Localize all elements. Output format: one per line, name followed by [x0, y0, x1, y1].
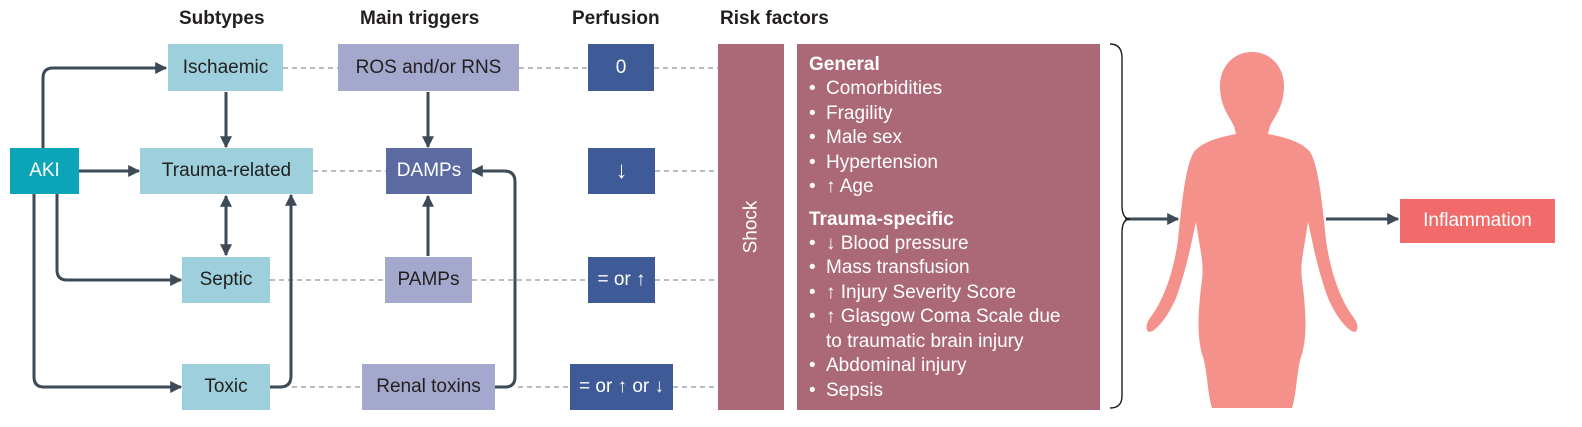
list-item: •↓ Blood pressure — [809, 232, 969, 254]
perfusion-septic: = or ↑ — [588, 257, 655, 303]
list-item: •Male sex — [809, 127, 903, 148]
list-item: •Comorbidities — [809, 78, 943, 99]
subtype-toxic: Toxic — [182, 364, 270, 410]
perfusion-ischaemic: 0 — [588, 44, 654, 91]
perfusion-toxic: = or ↑ or ↓ — [570, 364, 673, 410]
inflammation-box: Inflammation — [1400, 199, 1555, 243]
dashed-row-links — [270, 67, 718, 388]
list-item: •Fragility — [809, 102, 893, 124]
aki-box: AKI — [10, 148, 79, 194]
risk-factors-panel: General •Comorbidities •Fragility •Male … — [797, 44, 1100, 410]
subtype-trauma-related: Trauma-related — [140, 148, 313, 194]
risk-trauma-title: Trauma-specific — [809, 208, 954, 230]
risk-bracket — [1109, 43, 1131, 409]
risk-trauma-list: •↓ Blood pressure •Mass transfusion •↑ I… — [809, 232, 1100, 404]
subtype-ischaemic: Ischaemic — [168, 44, 283, 91]
trigger-ros-rns: ROS and/or RNS — [338, 44, 519, 91]
list-item: •Abdominal injury — [809, 355, 967, 376]
list-item: •Mass transfusion — [809, 257, 970, 278]
header-main-triggers: Main triggers — [360, 8, 480, 29]
trigger-damps: DAMPs — [386, 148, 472, 194]
perfusion-trauma: ↓ — [588, 148, 655, 194]
shock-box: Shock — [718, 44, 784, 410]
list-item: •↑ Injury Severity Score — [809, 281, 1017, 303]
list-item: •Sepsis — [809, 379, 884, 401]
trigger-pamps: PAMPs — [385, 257, 472, 303]
header-risk-factors: Risk factors — [720, 8, 829, 29]
risk-general-list: •Comorbidities •Fragility •Male sex •Hyp… — [809, 77, 1100, 200]
solid-arrows — [32, 62, 1400, 393]
list-item: •Hypertension — [809, 151, 938, 173]
header-perfusion: Perfusion — [572, 8, 660, 29]
subtype-septic: Septic — [182, 257, 270, 303]
human-body-icon — [1146, 52, 1358, 408]
shock-label: Shock — [740, 200, 761, 254]
risk-general-title: General — [809, 54, 880, 75]
list-item: •↑ Age — [809, 176, 874, 197]
trigger-renal-toxins: Renal toxins — [362, 364, 495, 410]
header-subtypes: Subtypes — [179, 8, 265, 29]
